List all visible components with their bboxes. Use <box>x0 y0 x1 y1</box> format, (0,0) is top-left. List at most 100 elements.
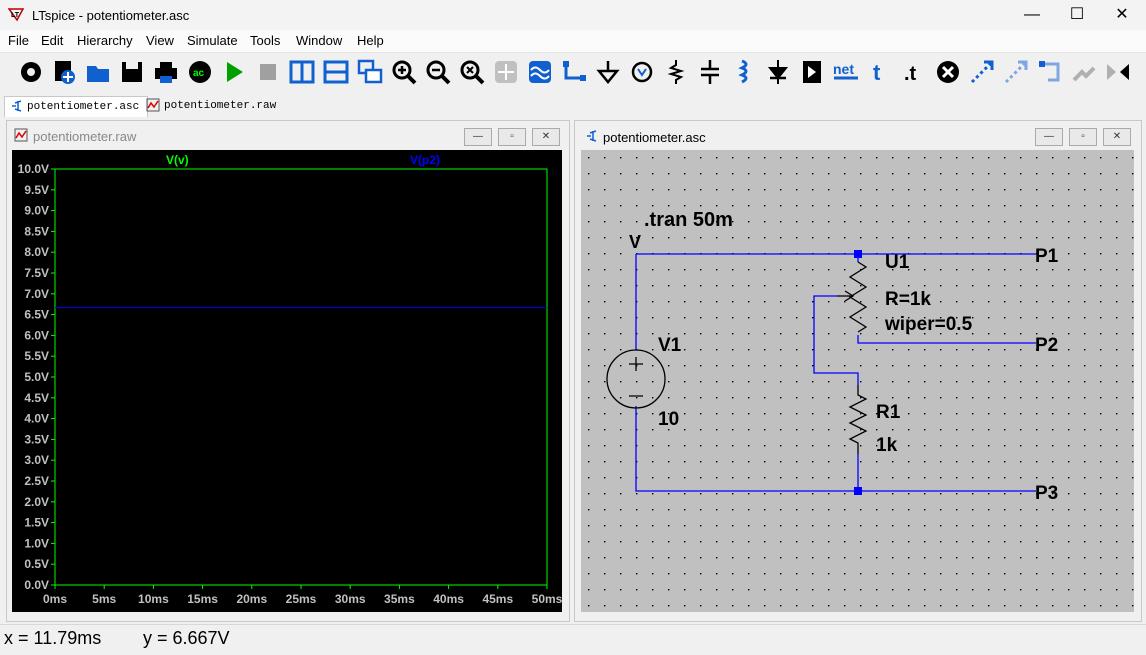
r1-value-label[interactable]: 1k <box>876 435 898 456</box>
voltage-source-v1[interactable] <box>606 349 666 409</box>
legend-entry: V(v) <box>166 153 189 167</box>
mirror-icon[interactable] <box>1104 58 1132 86</box>
u1-wiper-label[interactable]: wiper=0.5 <box>884 314 973 335</box>
net-label-p2[interactable]: P2 <box>1035 335 1058 356</box>
print-icon[interactable] <box>152 58 180 86</box>
pan-icon[interactable] <box>492 58 520 86</box>
y-tick-label: 9.5V <box>24 183 49 197</box>
maximize-button[interactable]: ☐ <box>1069 6 1085 23</box>
menu-file[interactable]: File <box>8 33 29 48</box>
cascade-icon[interactable] <box>356 58 384 86</box>
wires[interactable] <box>635 253 1036 492</box>
open-icon[interactable] <box>84 58 112 86</box>
waveform-window-title: potentiometer.raw <box>33 129 137 144</box>
net-label-p1[interactable]: P1 <box>1035 246 1059 267</box>
zoom-fit-icon[interactable] <box>458 58 486 86</box>
restore-button[interactable]: ▫ <box>498 128 526 146</box>
y-tick-label: 10.0V <box>18 162 49 176</box>
cursor-x-readout: x = 11.79ms <box>4 628 102 648</box>
net-label-p3[interactable]: P3 <box>1035 483 1058 504</box>
delete-icon[interactable] <box>934 58 962 86</box>
legend-entry: V(p2) <box>410 153 440 167</box>
schematic-window-title: potentiometer.asc <box>603 130 706 145</box>
net-label-icon[interactable]: net <box>832 58 860 86</box>
x-tick-label: 0ms <box>43 592 67 606</box>
menu-edit[interactable]: Edit <box>41 33 64 48</box>
minimize-button[interactable]: — <box>1024 6 1040 23</box>
directive-tool-glyph: .t <box>904 63 917 85</box>
schematic-canvas[interactable]: .tran 50m V U1 R=1k wiper=0.5 V1 10 R1 1… <box>581 150 1134 612</box>
resistor-r1[interactable] <box>848 385 868 454</box>
node-label-v[interactable]: V <box>629 232 641 252</box>
menu-view[interactable]: View <box>146 33 174 48</box>
spice-directive-icon[interactable]: .t <box>900 58 928 86</box>
capacitor-icon[interactable] <box>696 58 724 86</box>
menu-window[interactable]: Window <box>296 33 343 48</box>
redo-icon[interactable] <box>1070 58 1098 86</box>
y-tick-label: 7.0V <box>24 287 49 301</box>
tile-horizontal-icon[interactable] <box>322 58 350 86</box>
ac-analysis-icon[interactable]: ac <box>186 58 214 86</box>
zoom-in-icon[interactable] <box>390 58 418 86</box>
close-button[interactable]: ✕ <box>1115 6 1129 23</box>
close-button[interactable]: ✕ <box>1103 128 1131 146</box>
move-icon[interactable] <box>968 58 996 86</box>
junction-dot <box>854 487 862 495</box>
voltage-source-icon[interactable] <box>628 58 656 86</box>
v1-name-label[interactable]: V1 <box>658 335 682 356</box>
title-bar <box>0 0 1146 30</box>
spice-directive[interactable]: .tran 50m <box>644 209 733 231</box>
minimize-button[interactable]: — <box>464 128 492 146</box>
y-tick-label: 4.0V <box>24 412 49 426</box>
menu-tools[interactable]: Tools <box>250 33 281 48</box>
resistor-icon[interactable] <box>662 58 690 86</box>
u1-resistance-label[interactable]: R=1k <box>885 289 931 310</box>
undo-icon[interactable] <box>1036 58 1064 86</box>
autorange-icon[interactable] <box>526 58 554 86</box>
component-icon[interactable] <box>798 58 826 86</box>
restore-button[interactable]: ▫ <box>1069 128 1097 146</box>
v1-value-label[interactable]: 10 <box>658 409 679 430</box>
potentiometer-u1[interactable] <box>837 261 868 333</box>
tab-potentiometer-asc[interactable]: potentiometer.asc <box>4 96 149 117</box>
close-button[interactable]: ✕ <box>532 128 560 146</box>
menu-simulate[interactable]: Simulate <box>187 33 238 48</box>
cursor-y-readout: y = 6.667V <box>143 628 230 648</box>
drag-icon[interactable] <box>1002 58 1030 86</box>
halt-icon[interactable] <box>254 58 282 86</box>
diode-icon[interactable] <box>764 58 792 86</box>
tab-label: potentiometer.asc <box>27 101 140 113</box>
minimize-button[interactable]: — <box>1035 128 1063 146</box>
tile-vertical-icon[interactable] <box>288 58 316 86</box>
y-tick-label: 7.5V <box>24 266 49 280</box>
y-tick-label: 1.0V <box>24 536 49 550</box>
u1-name-label[interactable]: U1 <box>885 252 910 273</box>
tab-label: potentiometer.raw <box>164 100 277 112</box>
menu-hierarchy[interactable]: Hierarchy <box>77 33 133 48</box>
x-tick-label: 10ms <box>138 592 169 606</box>
text-icon[interactable]: t <box>866 58 894 86</box>
zoom-out-icon[interactable] <box>424 58 452 86</box>
y-tick-label: 6.0V <box>24 328 49 342</box>
window-title: LTspice - potentiometer.asc <box>32 8 190 23</box>
net-label-text: net <box>833 61 854 77</box>
wire-icon[interactable] <box>560 58 588 86</box>
r1-name-label[interactable]: R1 <box>876 402 901 423</box>
x-tick-label: 35ms <box>384 592 415 606</box>
waveform-icon <box>14 128 28 147</box>
new-schematic-icon[interactable] <box>50 58 78 86</box>
x-tick-label: 50ms <box>532 592 562 606</box>
x-tick-label: 40ms <box>433 592 464 606</box>
status-bar <box>0 624 1146 655</box>
tab-potentiometer-raw[interactable]: potentiometer.raw <box>142 96 284 116</box>
menu-help[interactable]: Help <box>357 33 384 48</box>
settings-icon[interactable] <box>17 58 45 86</box>
ground-icon[interactable] <box>594 58 622 86</box>
waveform-icon <box>146 98 160 120</box>
schematic-icon <box>584 129 598 148</box>
run-icon[interactable] <box>220 58 248 86</box>
y-tick-label: 9.0V <box>24 204 49 218</box>
save-icon[interactable] <box>118 58 146 86</box>
inductor-icon[interactable] <box>730 58 758 86</box>
